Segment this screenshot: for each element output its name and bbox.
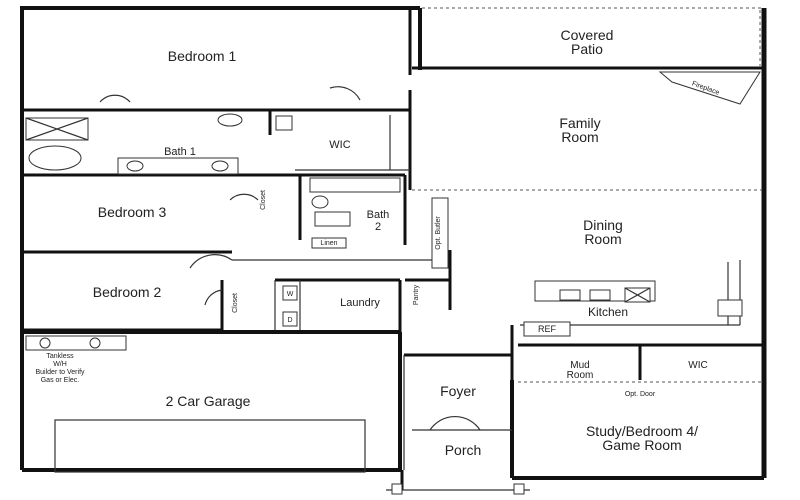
label-kitchen: Kitchen [588,305,628,319]
label-laundry: Laundry [340,297,380,309]
label-foyer: Foyer [440,383,476,399]
label-opt-butler: Opt. Butler [435,216,442,250]
label-water-heater-1: Tankless [46,353,74,360]
room-labels: Bedroom 1 Covered Patio Fireplace Family… [35,27,720,458]
label-mud-room-1: Mud [570,360,589,371]
label-closet-b3: Closet [260,190,267,210]
label-water-heater-4: Gas or Elec. [41,377,80,384]
label-family-room-1: Family [559,115,600,131]
label-garage: 2 Car Garage [166,393,251,409]
label-dining-room-2: Room [584,231,621,247]
label-pantry: Pantry [413,284,420,305]
label-covered-patio-1: Covered [561,27,614,43]
label-covered-patio-2: Patio [571,41,603,57]
label-porch: Porch [445,442,482,458]
label-dryer: D [287,317,292,324]
label-family-room-2: Room [561,129,598,145]
label-dining-room-1: Dining [583,217,623,233]
label-closet-b2: Closet [232,293,239,313]
label-wic-master: WIC [329,139,350,151]
fixtures [25,71,761,495]
label-bath2-2: 2 [375,221,381,233]
label-study-2: Game Room [602,437,681,453]
label-washer: W [287,291,294,298]
label-study-1: Study/Bedroom 4/ [586,423,698,439]
exterior-walls [20,6,767,491]
label-mud-room-2: Room [567,370,594,381]
label-bath2-1: Bath [367,209,390,221]
label-ref: REF [538,324,557,334]
label-bedroom2: Bedroom 2 [93,284,162,300]
interior-walls [22,8,762,470]
label-water-heater-3: Builder to Verify [35,369,85,376]
label-bath1: Bath 1 [164,146,196,158]
label-bedroom1: Bedroom 1 [168,48,237,64]
label-water-heater-2: W/H [53,361,67,368]
label-opt-door: Opt. Door [625,391,656,398]
label-linen: Linen [320,240,337,247]
label-bedroom3: Bedroom 3 [98,204,167,220]
label-wic-study: WIC [688,360,707,371]
